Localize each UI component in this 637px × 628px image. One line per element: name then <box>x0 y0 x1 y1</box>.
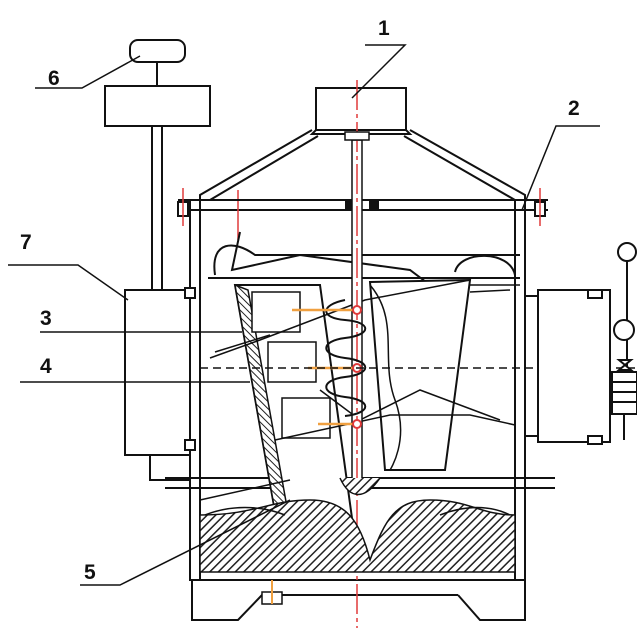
spiral-coil <box>325 299 367 417</box>
shaft-hubs <box>352 305 362 429</box>
callout-4: 4 <box>40 355 52 378</box>
distribution-tray <box>208 231 520 286</box>
callout-3: 3 <box>40 307 52 330</box>
callout-7: 7 <box>20 231 32 254</box>
rotor-assembly <box>233 278 472 542</box>
vessel-legs <box>191 580 526 621</box>
callout-1: 1 <box>378 17 390 40</box>
rotor-struts <box>209 279 520 441</box>
frame-bolts <box>182 188 541 240</box>
leader-lines <box>8 44 600 586</box>
callout-2: 2 <box>568 97 580 120</box>
callout-5: 5 <box>84 561 96 584</box>
drive-motor <box>309 87 413 135</box>
top-frame <box>177 199 548 217</box>
callout-6: 6 <box>48 67 60 90</box>
side-chamber <box>124 287 196 481</box>
lower-collector <box>199 477 516 605</box>
counterweight-column <box>104 39 211 290</box>
right-external-unit <box>525 242 637 445</box>
